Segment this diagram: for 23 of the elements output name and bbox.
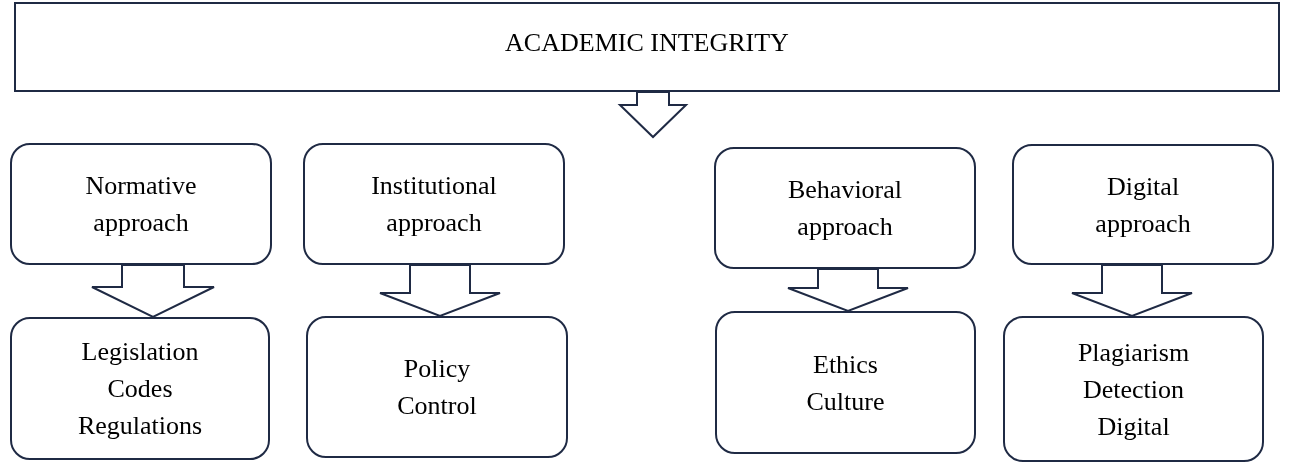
block-arrow <box>617 91 689 139</box>
approach-box <box>306 316 568 458</box>
approach-box <box>1003 316 1264 462</box>
approach-box <box>303 143 565 265</box>
approach-box <box>10 143 272 265</box>
box-text: Institutional approach <box>370 170 498 239</box>
box-text: Plagiarism Detection Digital <box>1076 336 1191 443</box>
approach-box <box>10 317 270 460</box>
box-text: Normative approach <box>84 170 198 239</box>
box-text: Policy Control <box>396 353 478 422</box>
title-text: ACADEMIC INTEGRITY <box>505 27 789 59</box>
title-box <box>14 2 1280 92</box>
approach-box <box>714 147 976 269</box>
approach-box <box>1012 144 1274 265</box>
block-arrow <box>91 264 215 319</box>
box-text: Behavioral approach <box>786 174 904 243</box>
box-text: Digital approach <box>1094 170 1192 240</box>
box-text: Legislation Codes Regulations <box>76 336 204 442</box>
box-text: Ethics Culture <box>805 348 886 418</box>
block-arrow <box>379 264 501 318</box>
block-arrow <box>1071 264 1193 318</box>
block-arrow <box>787 268 909 313</box>
approach-box <box>715 311 976 454</box>
